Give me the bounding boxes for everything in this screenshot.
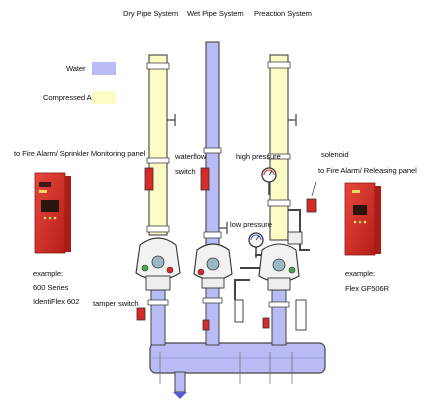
example-right-heading: example: [345,269,376,278]
legend-air-label: Compressed Air [43,93,96,102]
label-solenoid-line1: solenoid [321,150,349,159]
example-right-model: Flex GF506R [345,284,390,293]
example-left-series: 600 Series [33,283,69,292]
legend-water-swatch [92,62,116,75]
label-waterflow-line2: switch [175,167,196,176]
main-water-pipe [149,342,326,399]
dry-valve [135,237,181,291]
header-preaction: Preaction System [254,9,312,18]
solenoid-leader [311,181,317,197]
low-pressure-gauge [248,232,264,258]
high-pressure-gauge [261,167,277,195]
sprinkler-monitoring-panel [34,172,71,254]
wet-pipe-riser [202,41,228,346]
preaction-riser [234,54,310,346]
header-dry-pipe: Dry Pipe System [123,9,179,18]
label-high-pressure: high pressure [236,152,281,161]
dry-pipe-riser [146,54,176,346]
releasing-panel [344,182,381,256]
label-tamper-switch: tamper switch [93,299,139,308]
tamper-switch-dry [136,307,146,321]
solenoid-valve [306,198,317,213]
wet-alarm-valve [193,243,233,289]
legend-water-label: Water [66,64,86,73]
label-monitoring-panel: to Fire Alarm/ Sprinkler Monitoring pane… [14,149,146,158]
tamper-switch-wet [202,319,210,331]
label-low-pressure: low pressure [230,220,272,229]
preaction-valve [258,231,303,291]
example-left-heading: example: [33,269,64,278]
tamper-switch-preaction [262,317,270,329]
label-waterflow-line1: waterflow [175,152,207,161]
example-left-model: IdentiFlex 602 [33,297,80,306]
legend-air-swatch [92,91,116,104]
dry-pressure-switch [144,167,154,191]
waterflow-switch [200,167,210,191]
label-solenoid-line2: to Fire Alarm/ Releasing panel [318,166,417,175]
header-wet-pipe: Wet Pipe System [187,9,244,18]
